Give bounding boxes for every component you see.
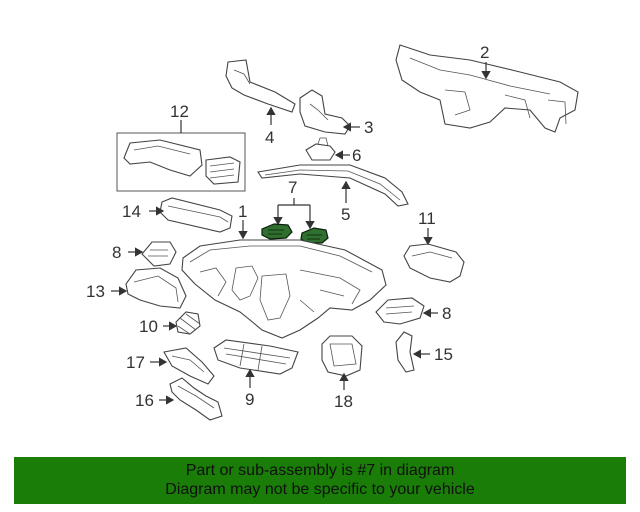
part-7-left[interactable]: [261, 223, 293, 240]
part-17-trim[interactable]: [163, 347, 215, 385]
part-3-bracket[interactable]: [299, 89, 351, 135]
part-6-clip[interactable]: [305, 137, 336, 161]
callout-3: 3: [364, 118, 373, 137]
callout-8a: 8: [112, 243, 121, 262]
part-7-right[interactable]: [300, 227, 329, 244]
callout-10: 10: [139, 317, 158, 336]
callout-17: 17: [126, 353, 145, 372]
callout-4: 4: [265, 128, 274, 147]
callout-1: 1: [238, 202, 247, 221]
part-14-trim[interactable]: [159, 197, 233, 233]
callout-14: 14: [122, 202, 141, 221]
callout-7: 7: [288, 178, 297, 197]
callout-6: 6: [352, 146, 361, 165]
part-4-bracket[interactable]: [225, 59, 296, 113]
callout-13: 13: [86, 282, 105, 301]
part-11-panel[interactable]: [403, 243, 465, 283]
part-15-trim[interactable]: [395, 331, 415, 373]
callout-2: 2: [480, 43, 489, 62]
part-10-grille[interactable]: [175, 311, 201, 335]
callout-7-leaders: [273, 198, 315, 230]
parts-diagram: 2 4 3 6 12 5 7: [86, 43, 579, 421]
part-13-cluster-bezel[interactable]: [125, 267, 187, 309]
part-12-group-box: [116, 132, 246, 192]
callout-15: 15: [434, 345, 453, 364]
part-18-bezel[interactable]: [321, 335, 363, 377]
part-8-right-vent[interactable]: [375, 297, 425, 325]
callout-18: 18: [334, 392, 353, 411]
callout-9: 9: [245, 390, 254, 409]
callout-8b: 8: [442, 304, 451, 323]
callout-5: 5: [341, 205, 350, 224]
callout-11: 11: [418, 209, 436, 228]
banner-line-1: Part or sub-assembly is #7 in diagram: [185, 462, 455, 479]
info-banner: Part or sub-assembly is #7 in diagram Di…: [14, 457, 626, 504]
part-9-duct[interactable]: [213, 339, 299, 375]
part-16-bracket[interactable]: [169, 377, 223, 421]
part-1-instrument-panel[interactable]: [181, 239, 387, 339]
banner-line-2: Diagram may not be specific to your vehi…: [165, 481, 475, 498]
part-5-top-cover[interactable]: [257, 164, 409, 207]
callout-12: 12: [170, 102, 189, 121]
part-2-crossmember[interactable]: [395, 44, 579, 133]
callout-16: 16: [135, 391, 154, 410]
part-8-left-vent[interactable]: [141, 241, 177, 267]
